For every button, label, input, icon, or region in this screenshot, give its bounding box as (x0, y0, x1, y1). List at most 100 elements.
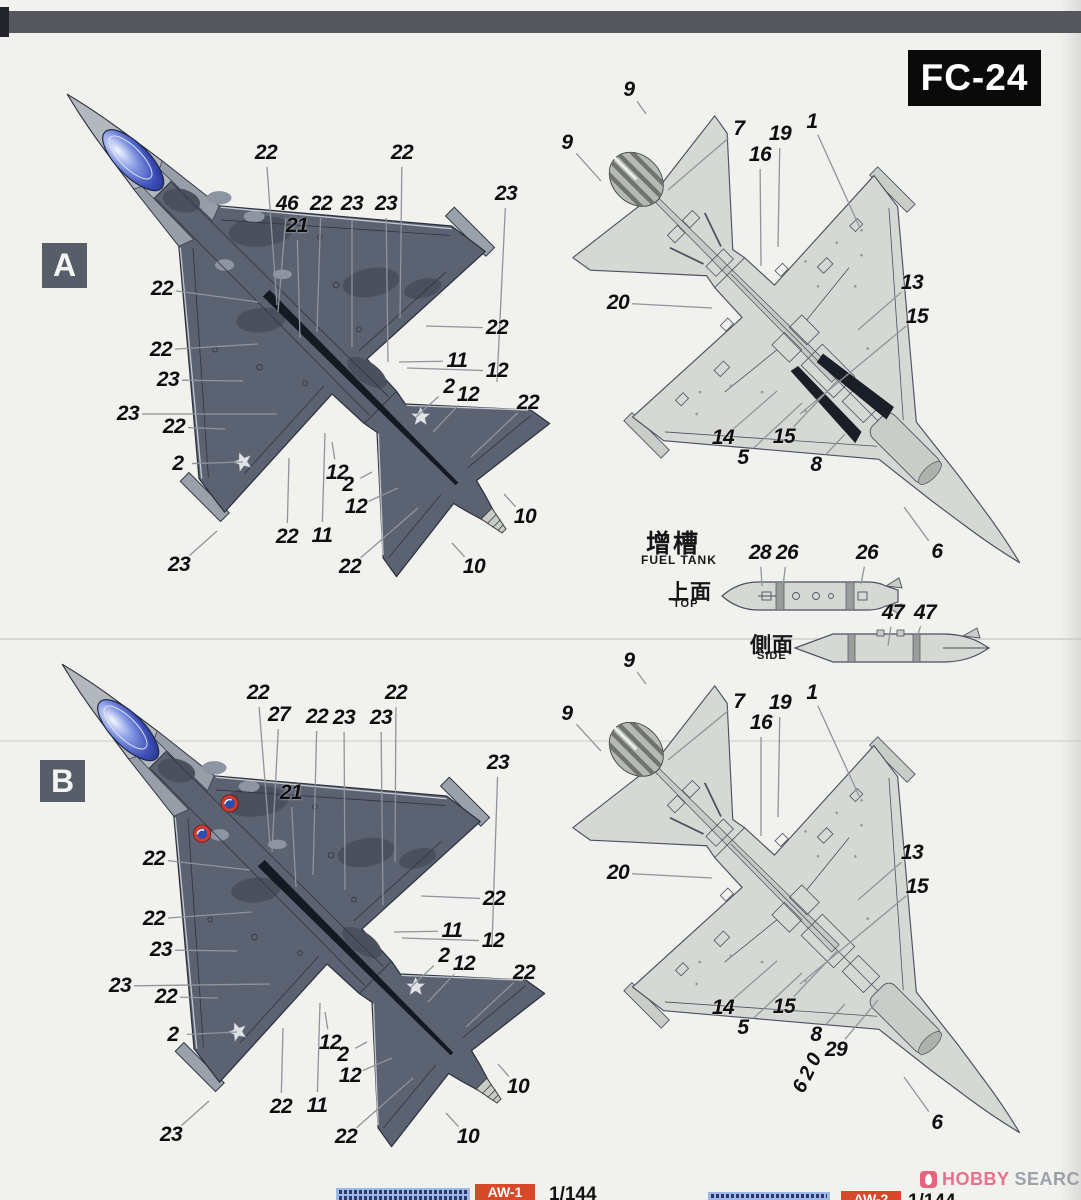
callout-label: 23 (108, 974, 132, 997)
callout-label: 12 (456, 383, 480, 406)
callout-label: 16 (748, 143, 772, 166)
callout-label: 9 (561, 702, 573, 725)
callout-label: 12 (338, 1064, 362, 1087)
callout-label: 28 (748, 541, 772, 564)
kit-number-badge: AW-2 (841, 1191, 901, 1200)
callout-label: 12 (325, 461, 349, 484)
section-b-badge: B (40, 760, 85, 802)
callout-label: 47 (881, 601, 905, 624)
aircraft-b-bottom-view (482, 595, 1081, 1200)
callout-label: 23 (369, 706, 393, 729)
scan-edge-shade (1059, 0, 1081, 1200)
callout-label: 11 (306, 1094, 328, 1117)
callout-label: 5 (737, 446, 749, 469)
callout-label: 22 (149, 338, 173, 361)
callout-label: 9 (561, 131, 573, 154)
callout-label: 9 (623, 78, 635, 101)
callout-label: 14 (711, 996, 735, 1019)
callout-label: 12 (452, 952, 476, 975)
callout-label: 22 (275, 525, 299, 548)
series-info-box (708, 1192, 830, 1200)
callout-label: 12 (344, 495, 368, 518)
callout-label: 10 (513, 505, 537, 528)
callout-label: 7 (733, 690, 745, 713)
callout-label: 22 (254, 141, 278, 164)
scan-edge-tick (0, 7, 9, 37)
tank-top-label-cjk: 上面 (668, 581, 712, 604)
callout-label: 23 (332, 706, 356, 729)
callout-label: 5 (737, 1016, 749, 1039)
callout-label: 2 (337, 1043, 349, 1066)
callout-label: 13 (900, 271, 924, 294)
callout-label: 23 (486, 751, 510, 774)
callout-label: 23 (156, 368, 180, 391)
series-info-box (336, 1188, 470, 1200)
callout-label: 20 (606, 861, 630, 884)
callout-label: 1 (806, 681, 818, 704)
callout-label: 11 (441, 919, 463, 942)
callout-label: 46 (275, 192, 299, 215)
callout-label: 10 (462, 555, 486, 578)
callout-label: 22 (154, 985, 178, 1008)
callout-label: 2 (342, 473, 354, 496)
callout-label: 22 (334, 1125, 358, 1148)
callout-label: 29 (824, 1038, 848, 1061)
callout-label: 23 (374, 192, 398, 215)
callout-label: 23 (167, 553, 191, 576)
callout-label: 11 (446, 349, 468, 372)
callout-label: 22 (142, 907, 166, 930)
fuel-tank-title-cjk: 增槽 (646, 530, 701, 558)
callout-label: 10 (506, 1075, 530, 1098)
callout-label: 23 (116, 402, 140, 425)
callout-label: 19 (768, 691, 792, 714)
series-text-lines (711, 1194, 827, 1198)
watermark-word-1: HOBBY (942, 1169, 1010, 1189)
callout-label: 21 (285, 214, 309, 237)
callout-label: 15 (772, 995, 796, 1018)
aircraft-b-top-view (0, 519, 643, 1200)
callout-label: 21 (279, 781, 303, 804)
kit-number-badge: AW-1 (475, 1184, 535, 1200)
callout-label: 16 (749, 711, 773, 734)
tank-side-label-en: SIDE (757, 650, 787, 662)
callout-label: 22 (305, 705, 329, 728)
callout-label: 47 (913, 601, 937, 624)
callout-label: 6 (931, 1111, 943, 1134)
callout-label: 19 (768, 122, 792, 145)
watermark-word-2: SEARCH (1014, 1169, 1081, 1189)
callout-label: 10 (456, 1125, 480, 1148)
callout-label: 9 (623, 649, 635, 672)
callout-label: 22 (485, 316, 509, 339)
section-a-badge: A (42, 243, 87, 288)
callout-label: 15 (905, 305, 929, 328)
callout-label: 22 (516, 391, 540, 414)
callout-label: 22 (512, 961, 536, 984)
fuel-tank-top-view (721, 577, 903, 615)
callout-label: 12 (481, 929, 505, 952)
callout-label: 22 (246, 681, 270, 704)
fold-crease (0, 638, 1081, 640)
callout-label: 14 (711, 426, 735, 449)
flame-icon (920, 1171, 937, 1188)
callout-label: 13 (900, 841, 924, 864)
callout-label: 22 (384, 681, 408, 704)
callout-label: 22 (338, 555, 362, 578)
callout-label: 8 (810, 1023, 822, 1046)
callout-label: 1 (806, 110, 818, 133)
kit-scale: 1/144 (908, 1191, 956, 1200)
callout-label: 22 (390, 141, 414, 164)
series-text-lines (339, 1196, 467, 1200)
scan-edge-bar (8, 11, 1081, 33)
kit-scale: 1/144 (549, 1184, 597, 1200)
fuel-tank-title-en: FUEL TANK (641, 553, 717, 567)
callout-label: 12 (485, 359, 509, 382)
tank-top-label-en: TOP (673, 598, 699, 610)
callout-label: 8 (810, 453, 822, 476)
callout-label: 26 (855, 541, 879, 564)
leader-line (636, 101, 647, 115)
callout-label: 2 (443, 375, 455, 398)
leader-line (636, 671, 647, 685)
callout-label: 22 (309, 192, 333, 215)
callout-label: 27 (267, 703, 291, 726)
